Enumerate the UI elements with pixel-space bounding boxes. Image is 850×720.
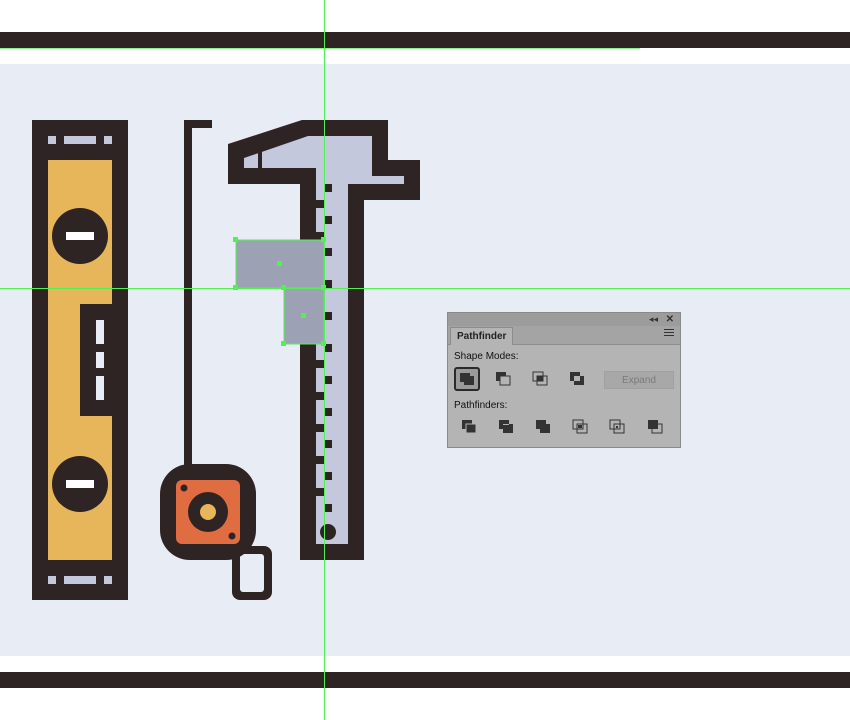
pathfinder-panel[interactable]: ◂◂ ✕ Pathfinder Shape Modes: Expand Path… <box>447 312 681 448</box>
top-guide-line <box>0 48 640 49</box>
crop-button[interactable] <box>569 417 595 441</box>
close-icon[interactable]: ✕ <box>665 314 674 325</box>
merge-button[interactable] <box>532 417 558 441</box>
outline-icon <box>609 419 625 434</box>
tab-pathfinder[interactable]: Pathfinder <box>450 327 514 345</box>
horizontal-guide[interactable] <box>0 288 850 289</box>
top-dark-strip <box>0 32 850 48</box>
minus-front-icon <box>496 372 511 386</box>
panel-tab-row: Pathfinder <box>448 326 680 345</box>
selection-anchor-points[interactable] <box>233 237 326 346</box>
exclude-button[interactable] <box>566 369 592 393</box>
trim-icon <box>499 420 513 433</box>
selected-shapes[interactable] <box>233 237 326 346</box>
intersect-icon <box>532 371 548 386</box>
unite-button[interactable] <box>454 367 480 391</box>
unite-icon <box>460 373 474 385</box>
merge-icon <box>536 420 550 433</box>
exclude-icon <box>570 372 584 385</box>
spirit-level-icon[interactable] <box>32 120 128 600</box>
minus-back-button[interactable] <box>644 417 670 441</box>
vertical-guide[interactable] <box>324 0 325 720</box>
panel-title-bar[interactable]: ◂◂ ✕ <box>448 313 680 326</box>
divide-button[interactable] <box>458 417 484 441</box>
pathfinders-label: Pathfinders: <box>454 400 508 411</box>
intersect-button[interactable] <box>529 369 555 393</box>
trim-button[interactable] <box>495 417 521 441</box>
expand-button[interactable]: Expand <box>604 371 674 389</box>
panel-menu-icon[interactable] <box>664 329 674 339</box>
artboard[interactable] <box>0 64 850 656</box>
collapse-icon[interactable]: ◂◂ <box>648 314 658 324</box>
shape-modes-label: Shape Modes: <box>454 351 519 362</box>
measuring-tape-icon[interactable] <box>160 120 272 600</box>
outline-button[interactable] <box>606 417 632 441</box>
minus-front-button[interactable] <box>492 369 518 393</box>
minus-back-icon <box>648 420 663 434</box>
bottom-dark-strip <box>0 672 850 688</box>
crop-icon <box>572 419 588 434</box>
divide-icon <box>462 420 477 434</box>
